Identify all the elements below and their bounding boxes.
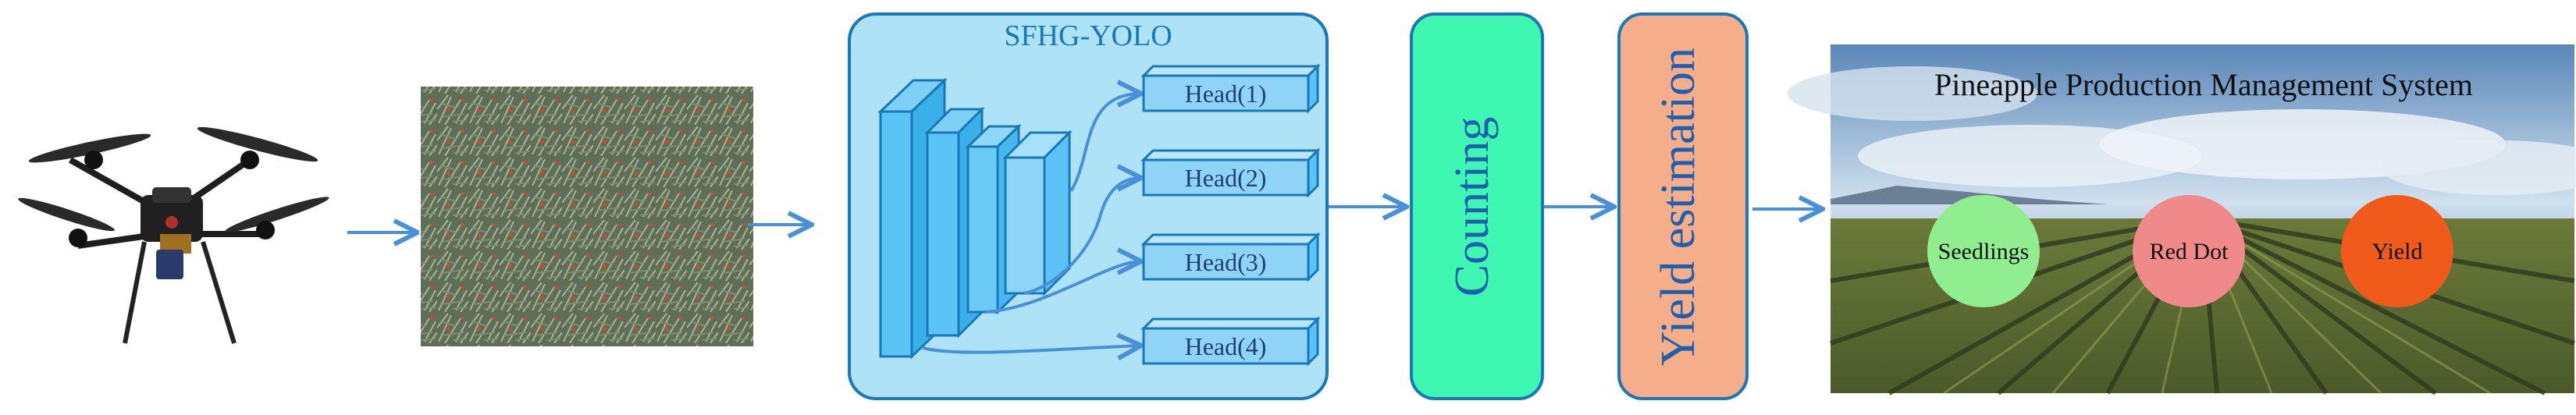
management-system-panel: Pineapple Production Management System S… [1788, 44, 2576, 395]
model-box: SFHG-YOLO [848, 12, 1329, 400]
backbone-layers [877, 77, 1073, 360]
circle-seedlings-label: Seedlings [1938, 239, 2030, 264]
circle-red-dot: Red Dot [2133, 195, 2245, 307]
head-connections [922, 94, 1141, 353]
head-3: Head(3) [1140, 232, 1321, 282]
model-title: SFHG-YOLO [1004, 20, 1172, 52]
drone-icon [18, 126, 329, 344]
head-4: Head(4) [1140, 316, 1321, 367]
head-1: Head(1) [1140, 63, 1321, 114]
pineapple-field-image [419, 85, 755, 348]
head-1-label: Head(1) [1185, 80, 1267, 108]
detection-heads: Head(1) Head(2) Head(3) Head(4) [1140, 63, 1321, 367]
circle-seedlings: Seedlings [1927, 195, 2040, 307]
counting-label: Counting [1446, 117, 1499, 297]
circle-red-dot-label: Red Dot [2150, 239, 2229, 264]
head-2-label: Head(2) [1185, 164, 1267, 192]
head-4-label: Head(4) [1185, 332, 1267, 360]
yield-estimation-box: Yield estimation [1617, 12, 1749, 400]
circle-yield: Yield [2341, 195, 2453, 307]
circle-yield-label: Yield [2372, 239, 2423, 264]
head-2: Head(2) [1140, 147, 1321, 198]
counting-box: Counting [1410, 12, 1544, 400]
system-title: Pineapple Production Management System [1934, 67, 2473, 102]
head-3-label: Head(3) [1185, 248, 1267, 276]
yield-estimation-label: Yield estimation [1652, 48, 1705, 366]
